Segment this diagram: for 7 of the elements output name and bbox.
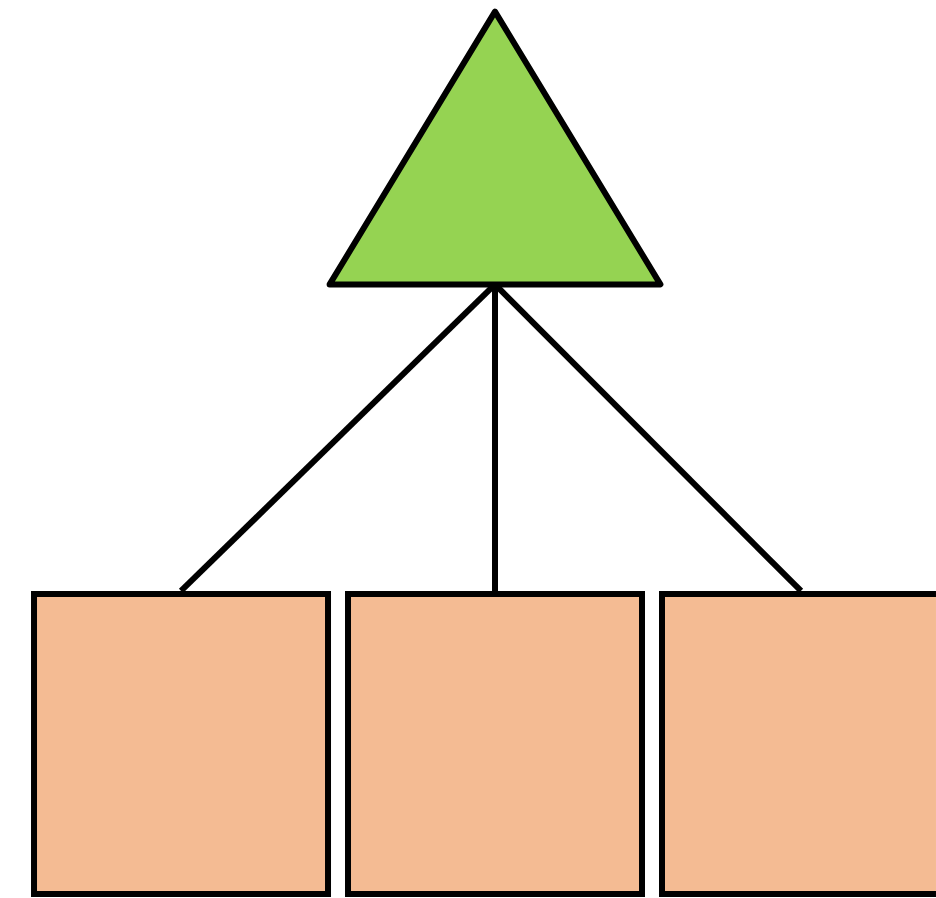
- triangle: [326, 8, 664, 288]
- box: [659, 591, 936, 897]
- box: [31, 591, 331, 897]
- connector-line: [178, 282, 498, 594]
- box: [345, 591, 645, 897]
- connector-line: [492, 282, 804, 594]
- connector-line: [492, 284, 498, 591]
